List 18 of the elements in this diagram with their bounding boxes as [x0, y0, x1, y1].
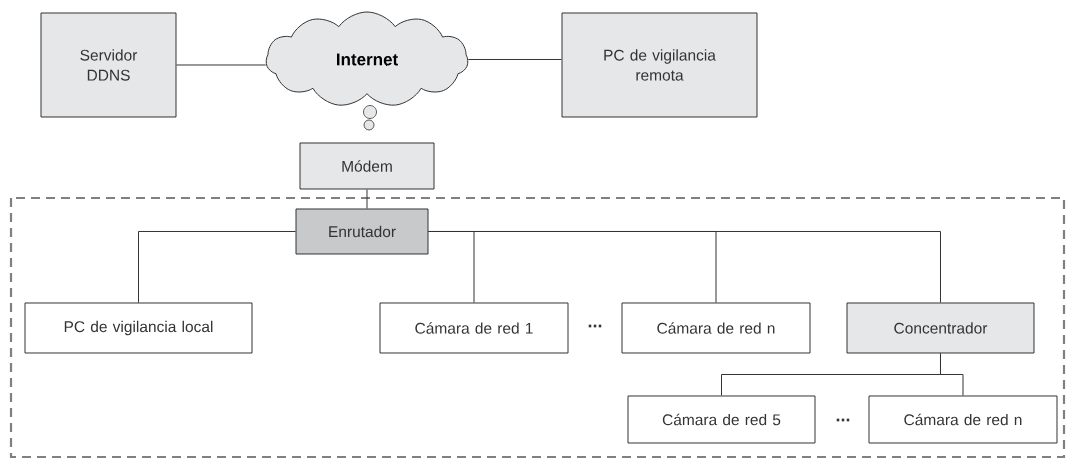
connector-line	[138, 231, 296, 303]
device-box: Cámara de red n	[621, 302, 811, 354]
ellipsis: ...	[588, 324, 602, 328]
ellipsis: ...	[836, 418, 850, 422]
device-box: Módem	[299, 142, 435, 190]
connector-line	[428, 231, 941, 303]
router-box: Enrutador	[295, 208, 429, 255]
device-box: Cámara de red 1	[379, 302, 569, 354]
device-box: Servidor DDNS	[40, 12, 177, 118]
connector-line	[176, 64, 267, 66]
connector-line	[467, 59, 562, 60]
device-box: Concentrador	[846, 302, 1035, 354]
device-box: Cámara de red n	[868, 395, 1058, 444]
device-box: Cámara de red 5	[627, 395, 816, 444]
connector-line	[940, 353, 964, 396]
device-box: PC de vigilancia remota	[561, 12, 758, 118]
connector-line	[366, 189, 368, 209]
device-box: PC de vigilancia local	[24, 302, 253, 354]
